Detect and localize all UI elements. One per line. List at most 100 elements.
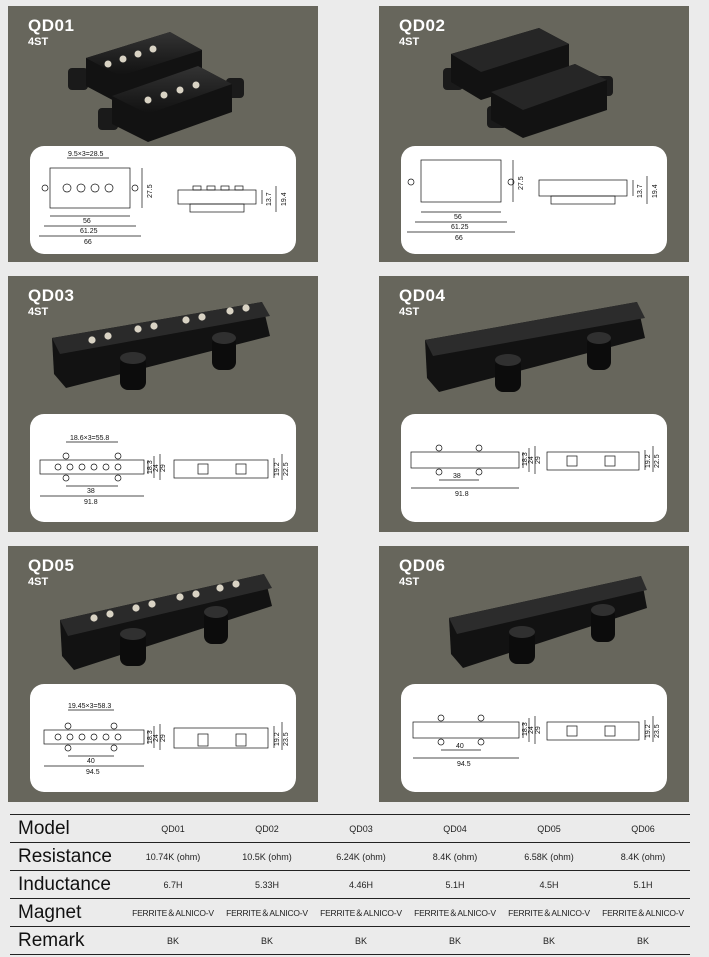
table-row-model: Model QD01 QD02 QD03 QD04 QD05 QD06 bbox=[10, 814, 690, 843]
product-card-qd03: QD03 4ST 18.6×3=55.8 38 91.8 18.3 24 29 bbox=[8, 276, 318, 532]
product-code: QD02 bbox=[399, 16, 446, 35]
height-dim: 19.2 bbox=[645, 724, 652, 738]
table-cell: 4.5H bbox=[502, 870, 596, 899]
height-dim-2: 22.5 bbox=[654, 454, 661, 468]
dim-w1: 18.3 bbox=[522, 722, 529, 736]
length-dim: 56 bbox=[454, 214, 462, 221]
dim-w3: 29 bbox=[160, 734, 167, 742]
row-label: Remark bbox=[10, 926, 126, 955]
dim-w2: 24 bbox=[153, 734, 160, 742]
height-dim: 13.7 bbox=[637, 184, 644, 198]
dimension-drawing: 40 94.5 18.3 24 29 19.2 23.5 bbox=[401, 684, 667, 792]
dim-b: 94.5 bbox=[86, 769, 100, 776]
product-card-qd04: QD04 4ST 38 91.8 18.3 24 29 19.2 22.5 bbox=[379, 276, 689, 532]
dim-w2: 24 bbox=[528, 456, 535, 464]
dimension-drawing: 19.45×3=58.3 40 94.5 18.3 24 29 19.2 23.… bbox=[30, 684, 296, 792]
pickup-photo bbox=[52, 302, 270, 390]
table-cell: 4.46H bbox=[314, 870, 408, 899]
height-dim-2: 19.4 bbox=[281, 192, 288, 206]
table-cell: FERRITE＆ALNICO-V bbox=[596, 898, 690, 927]
height-dim: 13.7 bbox=[266, 192, 273, 206]
product-card-qd02: QD02 4ST 56 61.25 66 27.5 13.7 19.4 bbox=[379, 6, 689, 262]
table-cell: 5.1H bbox=[408, 870, 502, 899]
product-type: 4ST bbox=[399, 306, 420, 318]
row-label: Resistance bbox=[10, 842, 126, 871]
pickup-photo bbox=[425, 302, 645, 392]
dim-b: 91.8 bbox=[455, 491, 469, 498]
table-cell: FERRITE＆ALNICO-V bbox=[220, 898, 314, 927]
height-dim-2: 23.5 bbox=[283, 732, 290, 746]
table-cell: FERRITE＆ALNICO-V bbox=[408, 898, 502, 927]
dim-w3: 29 bbox=[535, 456, 542, 464]
dimension-drawing: 38 91.8 18.3 24 29 19.2 22.5 bbox=[401, 414, 667, 522]
table-cell: 5.1H bbox=[596, 870, 690, 899]
dim-w2: 24 bbox=[153, 464, 160, 472]
pickup-photo bbox=[68, 32, 244, 142]
table-cell: 6.58K (ohm) bbox=[502, 842, 596, 871]
table-cell: 10.5K (ohm) bbox=[220, 842, 314, 871]
table-cell: 8.4K (ohm) bbox=[596, 842, 690, 871]
dimension-drawing: 9.5×3=28.5 56 61.25 66 27.5 13.7 19.4 bbox=[30, 146, 296, 254]
table-cell: QD06 bbox=[596, 814, 690, 843]
table-cell: BK bbox=[126, 926, 220, 955]
table-row-resistance: Resistance 10.74K (ohm) 10.5K (ohm) 6.24… bbox=[10, 842, 690, 871]
pickup-photo bbox=[443, 28, 613, 138]
table-cell: FERRITE＆ALNICO-V bbox=[502, 898, 596, 927]
row-label: Inductance bbox=[10, 870, 126, 899]
dim-w2: 24 bbox=[528, 726, 535, 734]
table-cell: FERRITE＆ALNICO-V bbox=[126, 898, 220, 927]
product-code: QD06 bbox=[399, 556, 446, 575]
dim-a: 38 bbox=[453, 473, 461, 480]
pickup-photo bbox=[449, 576, 647, 668]
pitch-dim: 18.6×3=55.8 bbox=[70, 435, 109, 442]
table-row-remark: Remark BK BK BK BK BK BK bbox=[10, 926, 690, 955]
table-cell: BK bbox=[408, 926, 502, 955]
table-cell: QD03 bbox=[314, 814, 408, 843]
dim-b: 94.5 bbox=[457, 761, 471, 768]
table-cell: BK bbox=[220, 926, 314, 955]
table-cell: BK bbox=[314, 926, 408, 955]
dim-a: 40 bbox=[456, 743, 464, 750]
table-cell: BK bbox=[502, 926, 596, 955]
product-code: QD01 bbox=[28, 16, 75, 35]
dim-a: 38 bbox=[87, 488, 95, 495]
dim-w3: 29 bbox=[535, 726, 542, 734]
width-dim: 27.5 bbox=[147, 184, 154, 198]
dim-w1: 18.3 bbox=[522, 452, 529, 466]
table-cell: 5.33H bbox=[220, 870, 314, 899]
row-label: Model bbox=[10, 814, 126, 843]
dimension-drawing: 18.6×3=55.8 38 91.8 18.3 24 29 19.2 22.5 bbox=[30, 414, 296, 522]
dim-b: 91.8 bbox=[84, 499, 98, 506]
height-dim-2: 23.5 bbox=[654, 724, 661, 738]
length-dim-3: 66 bbox=[455, 235, 463, 242]
height-dim-2: 19.4 bbox=[652, 184, 659, 198]
height-dim: 19.2 bbox=[274, 462, 281, 476]
product-type: 4ST bbox=[28, 576, 49, 588]
table-cell: FERRITE＆ALNICO-V bbox=[314, 898, 408, 927]
height-dim: 19.2 bbox=[645, 454, 652, 468]
pitch-dim: 9.5×3=28.5 bbox=[68, 151, 104, 158]
table-cell: QD04 bbox=[408, 814, 502, 843]
table-cell: QD02 bbox=[220, 814, 314, 843]
table-cell: 6.24K (ohm) bbox=[314, 842, 408, 871]
length-dim: 56 bbox=[83, 218, 91, 225]
product-code: QD04 bbox=[399, 286, 446, 305]
table-cell: QD05 bbox=[502, 814, 596, 843]
product-code: QD05 bbox=[28, 556, 75, 575]
dimension-drawing: 56 61.25 66 27.5 13.7 19.4 bbox=[401, 146, 667, 254]
product-type: 4ST bbox=[399, 36, 420, 48]
height-dim: 19.2 bbox=[274, 732, 281, 746]
length-dim-3: 66 bbox=[84, 239, 92, 246]
length-dim-2: 61.25 bbox=[80, 228, 98, 235]
dim-w1: 18.3 bbox=[147, 730, 154, 744]
product-type: 4ST bbox=[28, 306, 49, 318]
width-dim: 27.5 bbox=[518, 176, 525, 190]
table-cell: 10.74K (ohm) bbox=[126, 842, 220, 871]
product-type: 4ST bbox=[399, 576, 420, 588]
pitch-dim: 19.45×3=58.3 bbox=[68, 703, 111, 710]
product-card-qd01: QD01 4ST 9.5×3=28.5 56 61.25 66 27.5 13.… bbox=[8, 6, 318, 262]
table-cell: 8.4K (ohm) bbox=[408, 842, 502, 871]
product-card-qd05: QD05 4ST 19.45×3=58.3 40 94.5 18.3 24 29 bbox=[8, 546, 318, 802]
table-row-inductance: Inductance 6.7H 5.33H 4.46H 5.1H 4.5H 5.… bbox=[10, 870, 690, 899]
spec-table: Model QD01 QD02 QD03 QD04 QD05 QD06 Resi… bbox=[10, 814, 690, 955]
